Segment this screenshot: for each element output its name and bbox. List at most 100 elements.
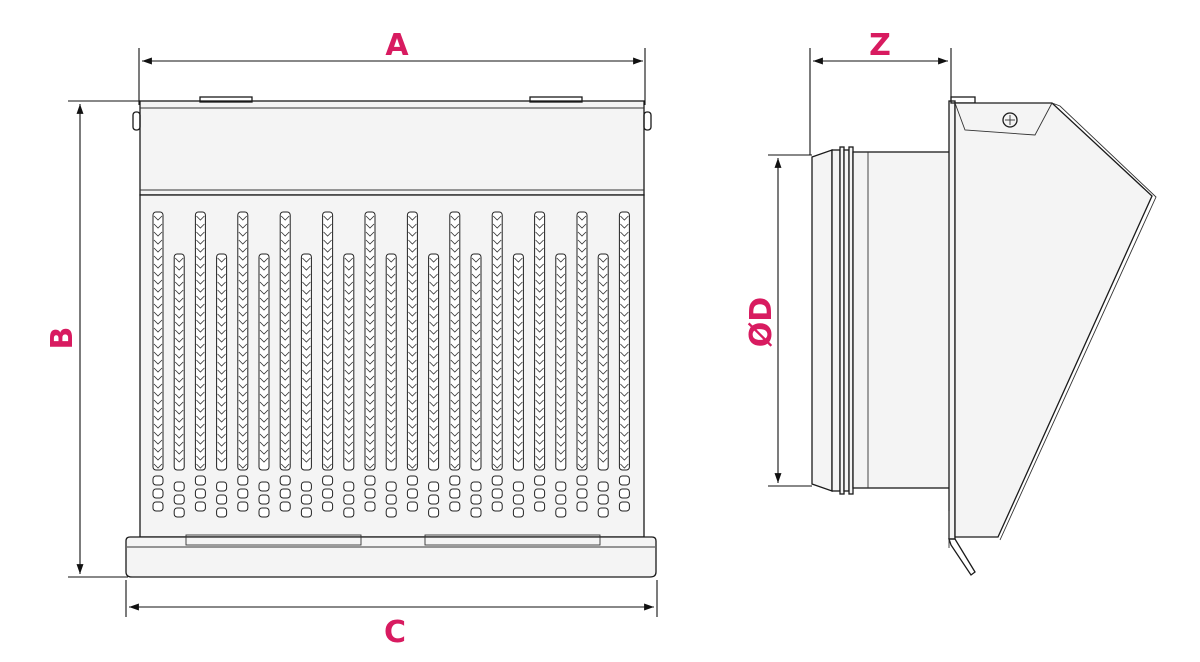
grille-hole xyxy=(512,507,524,518)
front-view: A B C xyxy=(45,28,658,650)
slot-mesh xyxy=(302,257,311,463)
grille-hole xyxy=(364,501,376,512)
grille-hole xyxy=(279,488,291,499)
slot-mesh xyxy=(535,215,544,469)
base-plate xyxy=(125,536,657,578)
grille-hole xyxy=(258,507,270,518)
grille-hole xyxy=(237,488,249,499)
grille-slot xyxy=(237,211,249,471)
grille-hole xyxy=(385,494,397,505)
grille-hole xyxy=(512,481,524,492)
grille-hole xyxy=(194,488,206,499)
grille-hole xyxy=(470,494,482,505)
grille-hole xyxy=(173,481,185,492)
grille-slot xyxy=(449,211,461,471)
slot-mesh xyxy=(280,215,290,469)
grille-hole xyxy=(555,494,567,505)
grille-hole xyxy=(534,501,546,512)
grille-slot xyxy=(618,211,630,471)
grille-hole xyxy=(194,501,206,512)
grille-slot xyxy=(406,211,418,471)
slot-mesh xyxy=(598,257,608,463)
grille-hole xyxy=(322,475,334,486)
dimension-z-label: Z xyxy=(869,28,891,63)
dimension-a-label: A xyxy=(385,28,409,63)
grille-hole xyxy=(152,488,164,499)
grille-hole xyxy=(194,475,206,486)
slot-mesh xyxy=(514,257,523,463)
grille-hole xyxy=(385,481,397,492)
grille-hole xyxy=(406,475,418,486)
grille-hole xyxy=(216,494,228,505)
grille-hole xyxy=(428,507,440,518)
slot-mesh xyxy=(408,215,417,469)
grille-hole xyxy=(597,507,609,518)
grille-hole xyxy=(597,494,609,505)
slot-mesh xyxy=(620,215,629,469)
grille-hole xyxy=(512,494,524,505)
grille-slot xyxy=(534,211,546,471)
grille-hole xyxy=(428,481,440,492)
dimension-d-label: ØD xyxy=(744,297,779,347)
grille-hole xyxy=(364,488,376,499)
slot-mesh xyxy=(492,215,502,469)
slot-mesh xyxy=(471,257,481,463)
grille-hole xyxy=(576,488,588,499)
grille-hole xyxy=(470,507,482,518)
grille-slot xyxy=(491,211,503,471)
grille-hole xyxy=(534,488,546,499)
slot-mesh xyxy=(365,215,375,469)
slot-mesh xyxy=(344,257,354,463)
grille-hole xyxy=(449,488,461,499)
grille-hole xyxy=(406,501,418,512)
side-hood xyxy=(954,102,1153,538)
grille-hole xyxy=(258,494,270,505)
grille-hole xyxy=(322,501,334,512)
slot-mesh xyxy=(323,215,332,469)
grille-slot xyxy=(322,211,334,471)
grille-hole xyxy=(152,501,164,512)
grille-slot xyxy=(279,211,291,471)
grille-hole xyxy=(300,494,312,505)
grille-hole xyxy=(152,475,164,486)
grille-slot xyxy=(194,211,206,471)
slot-mesh xyxy=(217,257,226,463)
grille-hole xyxy=(491,488,503,499)
hood-top-panel xyxy=(139,100,645,196)
grille-hole xyxy=(258,481,270,492)
grille-hole xyxy=(279,501,291,512)
grille-hole xyxy=(555,481,567,492)
grille-hole xyxy=(618,501,630,512)
grille-hole xyxy=(343,494,355,505)
grille-slot xyxy=(576,211,588,471)
grille-hole xyxy=(576,475,588,486)
grille-hole xyxy=(385,507,397,518)
slot-mesh xyxy=(196,215,205,469)
grille-hole xyxy=(491,475,503,486)
grille-hole xyxy=(322,488,334,499)
grille-slot xyxy=(364,211,376,471)
duct-spigot xyxy=(811,149,833,492)
grille-hole xyxy=(237,475,249,486)
grille-hole xyxy=(597,481,609,492)
grille-hole xyxy=(364,475,376,486)
slot-mesh xyxy=(174,257,184,463)
grille-hole xyxy=(618,488,630,499)
slot-mesh xyxy=(259,257,269,463)
grille-hole xyxy=(534,475,546,486)
screw-icon xyxy=(1002,112,1018,128)
grille-hole xyxy=(343,507,355,518)
grille-hole xyxy=(428,494,440,505)
side-view: Z ØD xyxy=(744,28,1157,576)
grille-hole xyxy=(343,481,355,492)
grille-hole xyxy=(406,488,418,499)
dimension-b-label: B xyxy=(45,327,80,350)
grille-hole xyxy=(470,481,482,492)
grille-hole xyxy=(216,507,228,518)
slot-mesh xyxy=(556,257,566,463)
grille-slot xyxy=(152,211,164,471)
drip-lip xyxy=(948,538,976,576)
grille-slots xyxy=(152,211,630,518)
grille-hole xyxy=(237,501,249,512)
grille-hole xyxy=(618,475,630,486)
